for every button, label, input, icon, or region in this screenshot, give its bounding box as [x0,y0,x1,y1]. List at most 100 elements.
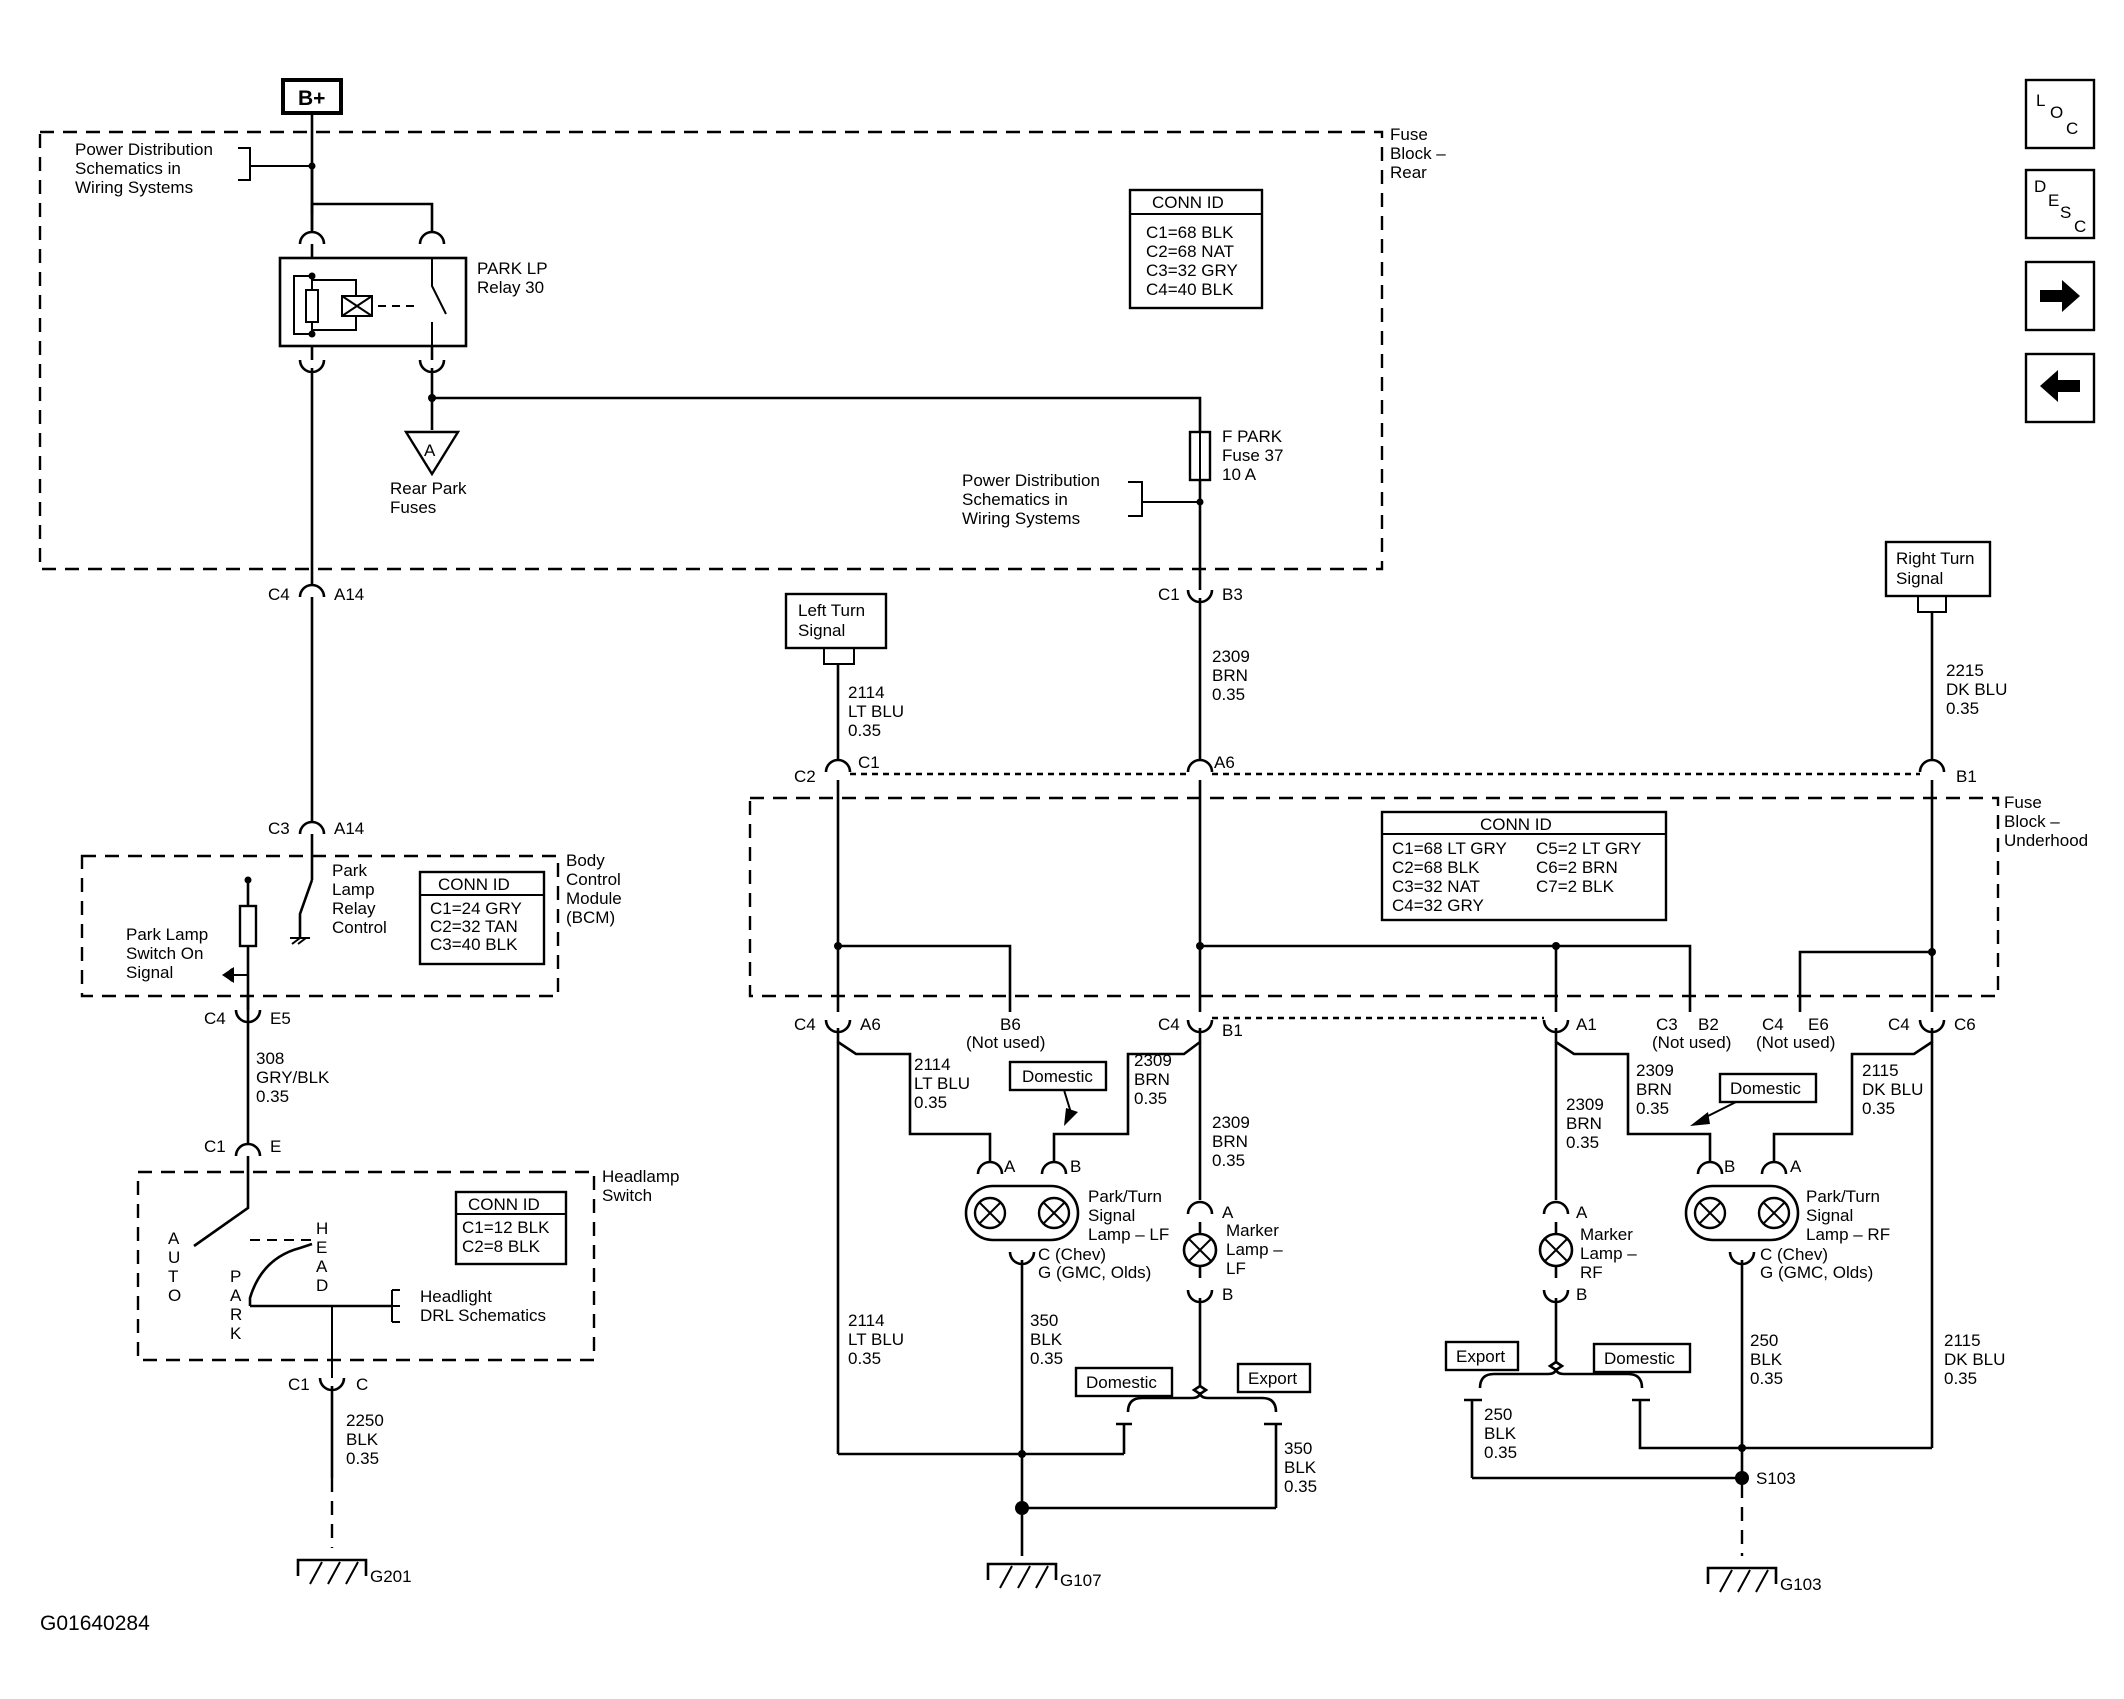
svg-text:Fuse: Fuse [2004,793,2042,812]
svg-text:(Not used): (Not used) [1652,1033,1731,1052]
svg-text:Lamp –: Lamp – [1580,1244,1637,1263]
svg-text:F PARK: F PARK [1222,427,1283,446]
svg-text:2114: 2114 [914,1055,951,1074]
svg-text:(BCM): (BCM) [566,908,615,927]
wire-2115-bottom: 2115 DK BLU 0.35 [1944,1331,2005,1388]
svg-text:C5=2 LT GRY: C5=2 LT GRY [1536,839,1641,858]
svg-text:10 A: 10 A [1222,465,1257,484]
svg-text:C1: C1 [858,753,880,772]
svg-text:A: A [1222,1203,1234,1222]
svg-text:K: K [230,1324,242,1343]
park-lamp-relay [278,256,468,348]
svg-text:B6: B6 [1000,1015,1021,1034]
svg-text:DK BLU: DK BLU [1862,1080,1923,1099]
svg-text:308: 308 [256,1049,284,1068]
conn-id-bcm: CONN ID C1=24 GRY C2=32 TAN C3=40 BLK [418,870,546,966]
svg-text:B: B [1222,1285,1233,1304]
domestic-tag-lf: Domestic [1008,1060,1108,1126]
domestic-tag-lf-bottom: Domestic [1074,1366,1174,1398]
svg-text:B+: B+ [298,87,325,110]
conn-id-rear: CONN ID C1=68 BLK C2=68 NAT C3=32 GRY C4… [1128,188,1264,310]
connector-c4-e6: C4 E6 (Not used) [1756,1015,1835,1052]
fuse-37: F PARK Fuse 37 10 A [1188,427,1283,484]
right-turn-signal: Right Turn Signal [1884,540,1992,613]
wire-250-export: 250 BLK 0.35 [1484,1405,1517,1462]
svg-text:C4: C4 [204,1009,226,1028]
svg-text:BRN: BRN [1134,1070,1170,1089]
svg-text:C3: C3 [1656,1015,1678,1034]
switch-head-label: H E A D [316,1219,328,1295]
arrow-right-icon [2040,280,2080,312]
svg-text:Fuse: Fuse [1390,125,1428,144]
svg-text:T: T [168,1267,178,1286]
wire-2309-lamp-rf: 2309 BRN 0.35 [1636,1061,1674,1118]
svg-text:C3: C3 [268,819,290,838]
svg-text:C6: C6 [1954,1015,1976,1034]
svg-text:U: U [168,1248,180,1267]
svg-text:C: C [356,1375,368,1394]
svg-text:B: B [1724,1157,1735,1176]
svg-text:C1=68 BLK: C1=68 BLK [1146,223,1234,242]
svg-text:D: D [2034,177,2046,196]
svg-text:C: C [2066,119,2078,138]
svg-text:Marker: Marker [1580,1225,1633,1244]
svg-text:2309: 2309 [1566,1095,1604,1114]
svg-text:2114: 2114 [848,1311,885,1330]
lamp-lf-ground-pin: C (Chev) G (GMC, Olds) [1038,1245,1151,1282]
svg-text:0.35: 0.35 [1212,1151,1245,1170]
wire-2309-top: 2309 BRN 0.35 [1212,647,1250,704]
wire-308: 308 GRY/BLK 0.35 [256,1049,330,1106]
svg-text:B: B [1070,1157,1081,1176]
svg-text:C1: C1 [288,1375,310,1394]
lamp-lf-label: Park/Turn Signal Lamp – LF [1088,1187,1169,1244]
svg-text:C4=32 GRY: C4=32 GRY [1392,896,1484,915]
loc-button[interactable]: L O C [2024,78,2096,150]
svg-text:E: E [2048,191,2059,210]
back-button[interactable] [2024,352,2096,424]
desc-button[interactable]: D E S C [2024,168,2096,240]
ground-g201: G201 [296,1558,412,1586]
svg-text:C3=32 NAT: C3=32 NAT [1392,877,1480,896]
wire-2309-lamp-lf: 2309 BRN 0.35 [1134,1051,1172,1108]
svg-text:Relay: Relay [332,899,376,918]
svg-text:H: H [316,1219,328,1238]
svg-text:2115: 2115 [1862,1061,1899,1080]
svg-text:Park Lamp: Park Lamp [126,925,208,944]
svg-text:BRN: BRN [1212,666,1248,685]
svg-text:CONN ID: CONN ID [468,1195,540,1214]
svg-text:Control: Control [566,870,621,889]
wire-2215: 2215 DK BLU 0.35 [1946,661,2007,718]
svg-text:0.35: 0.35 [1030,1349,1063,1368]
svg-text:D: D [316,1276,328,1295]
svg-text:(Not used): (Not used) [1756,1033,1835,1052]
svg-text:C7=2 BLK: C7=2 BLK [1536,877,1615,896]
svg-text:2215: 2215 [1946,661,1984,680]
svg-text:C1=68 LT GRY: C1=68 LT GRY [1392,839,1507,858]
fuse-block-underhood-outline [748,796,2000,998]
svg-text:Fuses: Fuses [390,498,436,517]
export-tag-lf: Export [1236,1362,1312,1394]
conn-id-underhood: CONN ID C1=68 LT GRY C2=68 BLK C3=32 NAT… [1380,810,1668,922]
svg-text:C: C [2074,217,2086,236]
svg-text:0.35: 0.35 [1750,1369,1783,1388]
forward-button[interactable] [2024,260,2096,332]
svg-text:A: A [424,441,436,460]
svg-text:CONN ID: CONN ID [1480,815,1552,834]
park-turn-lamp-rf [1684,1184,1800,1242]
svg-text:LF: LF [1226,1259,1246,1278]
svg-text:C (Chev): C (Chev) [1038,1245,1106,1264]
svg-text:LT BLU: LT BLU [848,1330,904,1349]
svg-text:Wiring Systems: Wiring Systems [75,178,193,197]
bcm-outline [80,854,560,998]
fuse-block-rear-label: Fuse Block – Rear [1390,125,1446,182]
svg-text:Fuse 37: Fuse 37 [1222,446,1283,465]
svg-text:Signal: Signal [1806,1206,1853,1225]
svg-text:C2=68 NAT: C2=68 NAT [1146,242,1234,261]
svg-text:0.35: 0.35 [848,1349,881,1368]
svg-text:2114: 2114 [848,683,885,702]
svg-text:C4: C4 [1888,1015,1910,1034]
svg-text:Power Distribution: Power Distribution [962,471,1100,490]
svg-text:C1=24 GRY: C1=24 GRY [430,899,522,918]
arrow-left-icon [2040,370,2080,402]
svg-text:Rear: Rear [1390,163,1427,182]
